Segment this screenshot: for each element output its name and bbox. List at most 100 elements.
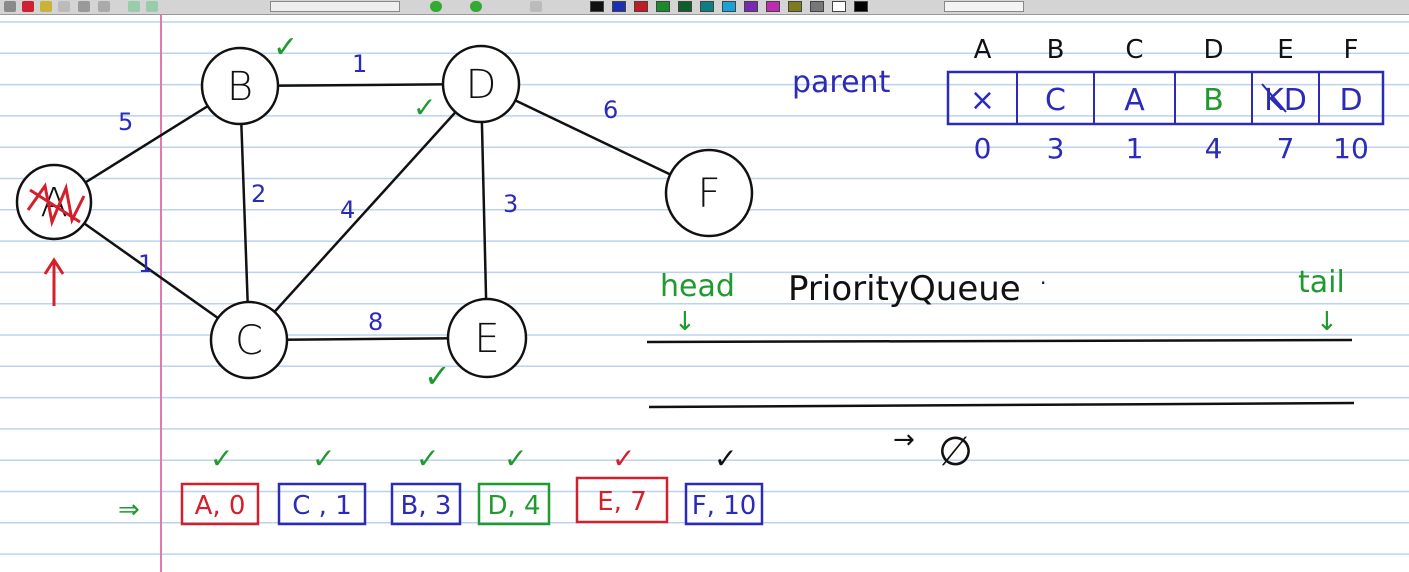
node-e-label: E [474,316,499,362]
edge-b-d [239,82,482,88]
edge-weight-d-f: 6 [603,96,618,124]
edge-weight-c-d: 4 [340,196,355,224]
node-f-circle [664,148,754,238]
color-swatch-darkgreen[interactable] [678,1,692,12]
node-a-crossout-scribble [26,182,86,228]
parent-table-header-d: D [1203,35,1223,65]
parent-label: parent [792,65,891,100]
node-d-circle [441,44,521,124]
select-tool-icon[interactable] [4,1,16,12]
visited-item-box [684,482,764,526]
color-swatch-black-2[interactable] [854,1,868,12]
visited-item-label: D, 4 [487,491,540,521]
visited-check-icon: ✓ [312,442,335,475]
color-swatch-purple[interactable] [744,1,758,12]
visited-item-label: B, 3 [401,491,452,521]
pq-empty-arrow-icon: → [893,425,915,455]
visited-item-label: E, 7 [597,487,647,517]
edge-weight-b-c: 2 [251,180,266,208]
parent-table-parent-a: × [970,83,995,118]
eraser-tool-icon[interactable] [58,1,70,12]
parent-table-parent-e: KD [1264,83,1307,118]
color-swatch-blue[interactable] [612,1,626,12]
pq-title: PriorityQueue [788,269,1021,309]
node-b-label: B [227,64,253,110]
color-swatch-olive[interactable] [788,1,802,12]
node-e-circle [446,297,528,379]
start-arrow-icon: ⇒ [118,495,140,525]
node-f-label: F [697,171,720,217]
visited-item-box [277,482,367,526]
edge-c-d [248,83,482,341]
parent-table-header-f: F [1344,35,1359,65]
pq-top-line [646,338,1353,344]
color-swatch-red[interactable] [634,1,648,12]
check-e-icon: ✓ [424,357,451,395]
visited-check-icon: ✓ [416,442,439,475]
visited-item-label: A, 0 [195,491,246,521]
parent-table-parent-d: B [1203,83,1224,118]
current-node-arrow [43,257,65,306]
color-swatch-green[interactable] [656,1,670,12]
parent-table-parent-f: D [1339,83,1362,118]
color-swatch-magenta[interactable] [766,1,780,12]
visited-check-icon: ✓ [612,442,635,475]
page-tool-icon[interactable] [530,1,542,12]
pq-tail-arrow-icon: ↓ [1316,307,1338,337]
parent-table-distance-f: 10 [1333,132,1369,165]
edge-weight-b-d: 1 [352,50,367,78]
sync-green-icon[interactable] [470,1,482,12]
zoom-field[interactable] [944,1,1024,12]
parent-table-distance-a: 0 [974,132,992,165]
highlighter-tool-icon[interactable] [40,1,52,12]
visited-check-icon: ✓ [714,442,737,475]
edge-weight-d-e: 3 [503,190,518,218]
redo-icon[interactable] [146,1,158,12]
node-d-label: D [466,62,497,108]
edge-weights: 5 1 1 2 4 3 8 6 [118,50,618,336]
node-c-label: C [235,318,263,364]
edge-weight-a-b: 5 [118,108,133,136]
pq-tail-label: tail [1298,265,1345,300]
visited-item-box [180,482,260,526]
color-swatch-cyan[interactable] [722,1,736,12]
parent-table-distance-b: 3 [1047,132,1065,165]
parent-table-header-a: A [974,35,992,65]
visited-item-box [477,482,551,526]
pq-head-arrow-icon: ↓ [674,307,696,337]
parent-table-distance-e: 7 [1277,132,1295,165]
edge-a-c [53,200,250,342]
undo-icon[interactable] [128,1,140,12]
drawing-toolbar [0,0,1409,15]
parent-table-border [946,70,1385,126]
refresh-green-icon[interactable] [430,1,442,12]
color-swatch-black[interactable] [590,1,604,12]
visited-item-label: F, 10 [692,491,757,521]
color-swatch-teal[interactable] [700,1,714,12]
node-c-circle [209,300,289,380]
node-b-circle [200,46,280,126]
edge-weight-a-c: 1 [138,250,153,278]
pen-width-field[interactable] [270,1,400,12]
edge-weight-c-e: 8 [368,308,383,336]
pen-tool-icon[interactable] [22,1,34,12]
check-d-icon: ✓ [413,91,436,124]
shape-tool-icon[interactable] [98,1,110,12]
parent-table-header-e: E [1277,35,1293,65]
pq-empty-marker: ∅ [938,429,973,475]
pq-bottom-line [648,401,1355,409]
visited-check-icon: ✓ [210,442,233,475]
parent-table-header-c: C [1125,35,1143,65]
pq-title-dot: · [1040,271,1046,295]
visited-check-icon: ✓ [504,442,527,475]
text-tool-icon[interactable] [78,1,90,12]
parent-table-header-b: B [1047,35,1065,65]
visited-order-list: A, 0✓C , 1✓B, 3✓D, 4✓E, 7✓F, 10✓ [180,442,764,526]
parent-table-distance-d: 4 [1205,132,1223,165]
color-swatch-white[interactable] [832,1,846,12]
edge-d-e [479,83,489,339]
color-swatch-gray[interactable] [810,1,824,12]
